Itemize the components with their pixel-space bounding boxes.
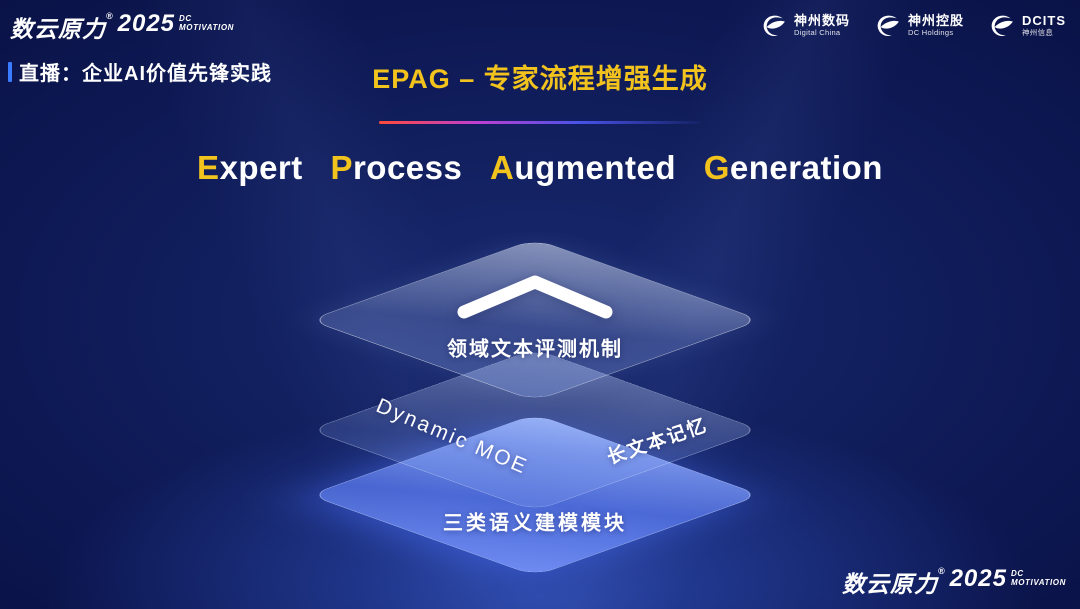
brand-tagline: DC MOTIVATION <box>1011 569 1066 587</box>
top-layer-label: 领域文本评测机制 <box>447 338 623 361</box>
title-initial: P <box>330 149 353 186</box>
bottom-layer-label: 三类语义建模模块 <box>443 512 627 535</box>
title-word: Generation <box>704 149 883 186</box>
title-rest: xpert <box>219 149 303 186</box>
title-initial: A <box>490 149 515 186</box>
brand-tagline-line2: MOTIVATION <box>179 23 235 33</box>
swoosh-bird-icon <box>763 15 785 37</box>
partner-name: 神州控股 <box>907 13 964 29</box>
partner-text: 神州数码 Digital China <box>793 13 850 38</box>
brand-year: 2025 <box>117 10 176 37</box>
live-stream-text: 直播：企业AI价值先锋实践 <box>19 63 272 85</box>
title-rest: rocess <box>352 149 463 186</box>
brand-tagline: DC MOTIVATION <box>179 14 234 32</box>
partner-text: 神州控股 DC Holdings <box>907 13 964 38</box>
brand-name: 数云原力 <box>841 571 938 597</box>
swoosh-bird-icon <box>991 15 1013 37</box>
swoosh-bird-icon <box>877 15 899 37</box>
brand-logo-header: 数云原力 ® 2025 DC MOTIVATION <box>10 10 234 44</box>
title-word: Process <box>330 149 462 186</box>
title-word: Expert <box>197 149 303 186</box>
title-rest: ugmented <box>514 149 677 186</box>
slide-title: EPAG – 专家流程增强生成 <box>372 64 708 94</box>
partner-name: DCITS <box>1022 13 1066 29</box>
brand-year: 2025 <box>949 565 1007 592</box>
title-word: Augmented <box>490 149 676 186</box>
registered-mark-icon: ® <box>937 566 945 576</box>
partner-dc-holdings: 神州控股 DC Holdings <box>874 12 964 40</box>
brand-logo-footer: 数云原力 ® 2025 DC MOTIVATION <box>842 565 1066 599</box>
partner-name: 神州数码 <box>793 13 850 29</box>
partner-text: DCITS 神州信息 <box>1022 13 1066 38</box>
brand-name: 数云原力 <box>10 16 106 42</box>
partner-digital-china: 神州数码 Digital China <box>760 12 850 40</box>
partner-subtitle: 神州信息 <box>1022 28 1054 38</box>
title-rest: eneration <box>729 149 883 186</box>
registered-mark-icon: ® <box>106 11 113 21</box>
partner-logos: 神州数码 Digital China 神州控股 DC Holdings DCIT… <box>760 12 1066 40</box>
title-initial: E <box>197 149 220 186</box>
gradient-divider <box>379 121 701 124</box>
partner-subtitle: Digital China <box>793 28 841 38</box>
accent-bar <box>8 61 12 82</box>
chevron-up-icon <box>457 275 613 319</box>
partner-subtitle: DC Holdings <box>907 28 954 38</box>
brand-tagline-line1: DC <box>1010 569 1024 578</box>
title-initial: G <box>703 149 730 186</box>
main-title: Expert Process Augmented Generation <box>0 149 1080 187</box>
brand-tagline-line2: MOTIVATION <box>1010 578 1066 588</box>
brand-tagline-line1: DC <box>179 14 192 23</box>
live-stream-label: 直播：企业AI价值先锋实践 <box>8 57 272 86</box>
partner-dcits: DCITS 神州信息 <box>988 12 1066 40</box>
